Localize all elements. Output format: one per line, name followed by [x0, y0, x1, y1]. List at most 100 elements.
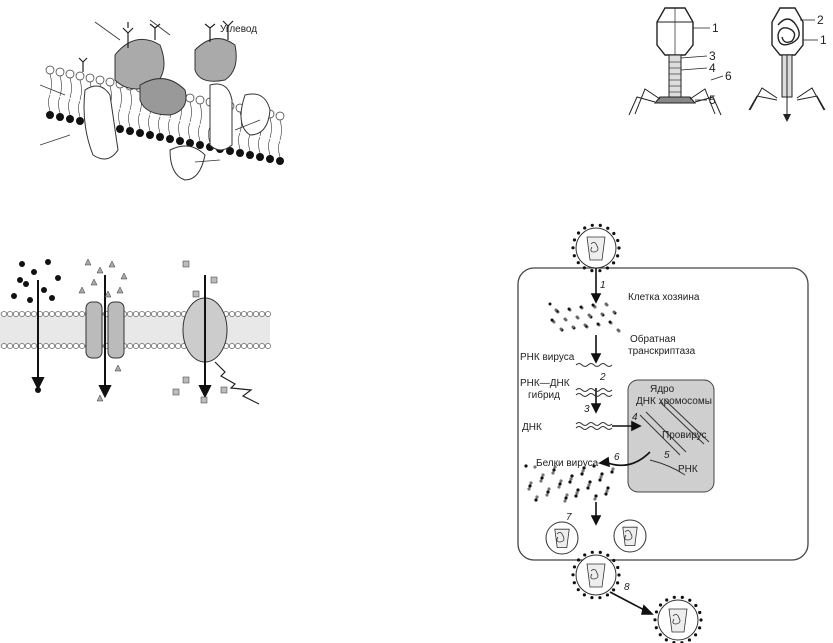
- protein-dot: [563, 499, 567, 503]
- lipid-head: [45, 65, 55, 75]
- protein-dot: [575, 491, 579, 495]
- solute-dot: [31, 269, 37, 275]
- protein-dot: [593, 497, 597, 501]
- membrane-structure-diagram: Углевод: [40, 19, 285, 181]
- protein-dot: [570, 474, 574, 478]
- protein-dot: [600, 312, 604, 316]
- step-5: 5: [664, 450, 670, 461]
- protein-dot: [599, 475, 603, 479]
- step-6: 6: [614, 452, 620, 463]
- lipid-head: [56, 113, 64, 121]
- protein-dot: [608, 320, 612, 324]
- rna-label: РНК: [678, 464, 698, 475]
- lipid-head: [196, 141, 204, 149]
- protein-dot: [587, 483, 591, 487]
- lipid-head: [1, 311, 7, 317]
- lipid-head: [275, 111, 285, 121]
- phage-baseplate: [653, 96, 697, 104]
- lipid-head: [226, 147, 234, 155]
- channel-protein-right: [107, 301, 125, 359]
- lipid-head: [19, 311, 25, 317]
- protein-dot: [616, 328, 620, 332]
- solute-triangle: [108, 260, 116, 268]
- lipid-head: [166, 135, 174, 143]
- lipid-head: [67, 311, 73, 317]
- solute-square: [192, 290, 200, 298]
- protein-dot: [554, 308, 558, 312]
- lipid-head: [259, 343, 265, 349]
- lipid-head: [25, 343, 31, 349]
- lipid-head: [75, 71, 85, 81]
- protein-dot: [524, 464, 528, 468]
- protein-dot: [541, 473, 545, 477]
- transport-arrows: [31, 275, 212, 399]
- protein-dot: [535, 495, 539, 499]
- lipid-head: [73, 311, 79, 317]
- virus-particle: [545, 521, 579, 555]
- solute-square: [172, 388, 180, 396]
- membrane-protein: [114, 38, 165, 90]
- lipid-head: [85, 73, 95, 83]
- protein-dot: [596, 322, 600, 326]
- step-4: 4: [632, 412, 638, 423]
- protein-dot: [546, 490, 550, 494]
- lipid-head: [127, 311, 133, 317]
- membrane-protein: [139, 78, 187, 116]
- protein-dot: [569, 477, 573, 481]
- lipid-head: [19, 343, 25, 349]
- solute-square: [200, 396, 208, 404]
- phage-label-2: 2: [817, 13, 824, 27]
- nucleus-label-1: Ядро: [650, 384, 675, 395]
- lipid-head: [139, 311, 145, 317]
- solute-triangle: [114, 364, 122, 372]
- lipid-head: [7, 343, 13, 349]
- virus-proteins-label: Белки вируса: [536, 458, 599, 469]
- lipid-head: [55, 67, 65, 77]
- phage-label-3: 3: [709, 49, 716, 63]
- solute-triangle: [116, 286, 124, 294]
- protein-dot: [576, 488, 580, 492]
- lipid-head: [136, 129, 144, 137]
- solute-dot: [23, 281, 29, 287]
- lipid-head: [151, 343, 157, 349]
- lipid-head: [67, 343, 73, 349]
- lipid-head: [241, 311, 247, 317]
- protein-dot: [540, 476, 544, 480]
- phage-label-5: 5: [709, 93, 716, 107]
- lipid-head: [46, 111, 54, 119]
- solute-square: [220, 386, 228, 394]
- membrane-protein: [83, 85, 119, 160]
- protein-dot: [545, 493, 549, 497]
- protein-dot: [604, 492, 608, 496]
- virus-particles: [545, 223, 703, 643]
- membrane-protein: [240, 93, 271, 136]
- solute-square: [210, 276, 218, 284]
- lipid-head: [105, 77, 115, 87]
- lipid-head: [247, 311, 253, 317]
- protein-dot: [568, 480, 572, 484]
- solute-dot: [49, 295, 55, 301]
- lipid-head: [157, 343, 163, 349]
- lipid-head: [195, 95, 205, 105]
- retrovirus-cycle-diagram: Клетка хозяина РНК вируса Обратная транс…: [517, 223, 809, 643]
- solute-triangle: [90, 278, 98, 286]
- lipid-head: [145, 343, 151, 349]
- solute-triangle: [104, 290, 112, 298]
- lipid-head: [266, 155, 274, 163]
- reverse-transcriptase-label-1: Обратная: [630, 333, 676, 345]
- lipid-head: [116, 125, 124, 133]
- membrane-protein: [194, 38, 237, 82]
- lipid-head: [65, 69, 75, 79]
- hybrid-label-2: гибрид: [528, 389, 560, 401]
- lipid-head: [175, 343, 181, 349]
- lipid-head: [61, 343, 67, 349]
- host-cell-label: Клетка хозяина: [628, 292, 700, 303]
- lipid-head: [43, 343, 49, 349]
- lipid-head: [95, 75, 105, 85]
- protein-dot: [587, 313, 591, 317]
- lipid-head: [55, 343, 61, 349]
- protein-dot: [559, 479, 563, 483]
- energy-zigzag: [214, 361, 260, 405]
- lipid-head: [235, 343, 241, 349]
- lipid-bilayer: [0, 312, 270, 348]
